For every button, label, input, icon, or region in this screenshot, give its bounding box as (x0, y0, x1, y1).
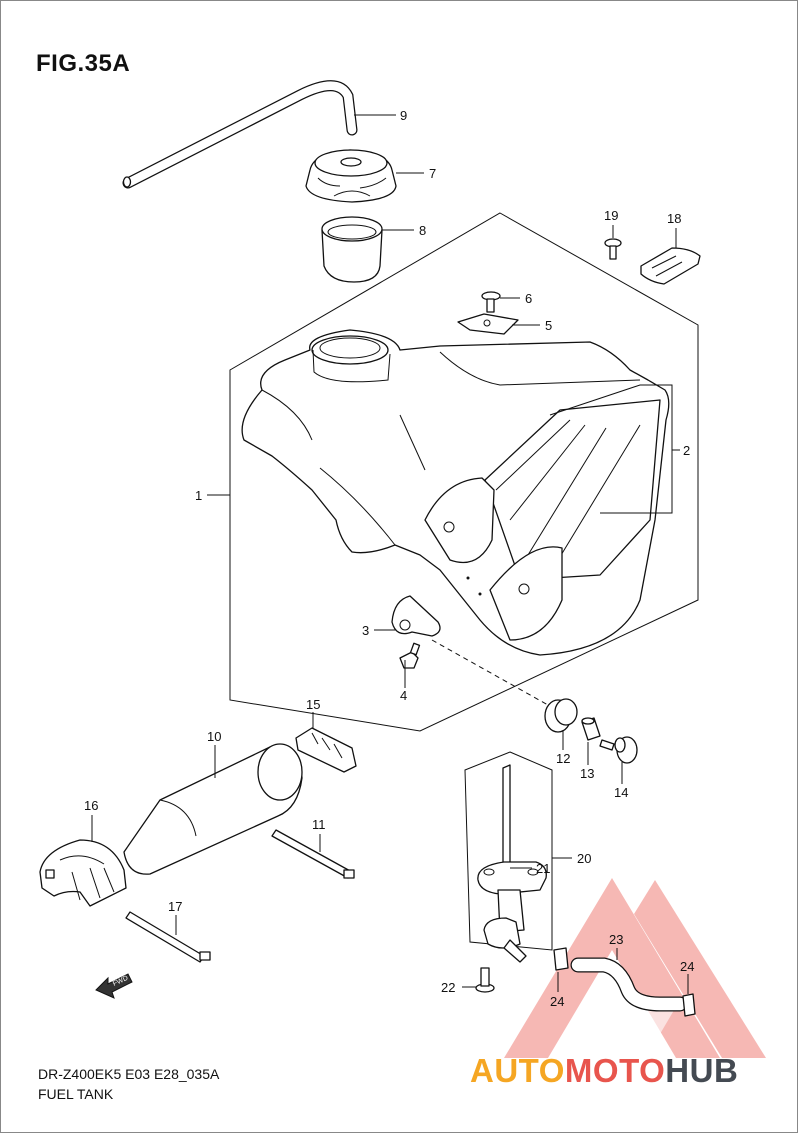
callout-12: 12 (556, 751, 570, 766)
callout-20: 20 (577, 851, 591, 866)
callout-8: 8 (419, 223, 426, 238)
bolt-4 (399, 642, 421, 669)
callout-5: 5 (545, 318, 552, 333)
callout-3: 3 (362, 623, 369, 638)
callout-24-right: 24 (680, 959, 694, 974)
rubber-cushion-16 (39, 839, 127, 907)
callout-numbers: 9 7 8 6 5 19 18 2 1 3 4 12 13 14 10 15 1… (84, 108, 694, 1009)
fuel-cap (305, 149, 397, 203)
callout-9: 9 (400, 108, 407, 123)
model-code: DR-Z400EK5 E03 E28_035A (38, 1066, 220, 1082)
callout-18: 18 (667, 211, 681, 226)
leader-lines (91, 114, 689, 994)
clamp-band-17 (125, 911, 211, 963)
callout-14: 14 (614, 785, 628, 800)
screw-6 (481, 291, 501, 313)
cushion-tube-10 (123, 743, 303, 875)
fwd-direction-arrow: FWD (95, 973, 133, 999)
watermark-logo (504, 878, 766, 1058)
bolt-14 (599, 736, 638, 764)
fuel-hose-23 (570, 957, 688, 1012)
group-outline-hexagon (229, 212, 699, 732)
fuel-valve (477, 764, 547, 963)
callout-21: 21 (536, 861, 550, 876)
hose-clip-24-right (682, 993, 696, 1017)
screw-22 (475, 967, 495, 993)
watermark-brand-text: AUTOMOTOHUB (470, 1052, 738, 1090)
callout-6: 6 (525, 291, 532, 306)
callout-11: 11 (312, 817, 326, 832)
callout-22: 22 (441, 980, 455, 995)
screw-19 (604, 238, 622, 260)
callout-23: 23 (609, 932, 623, 947)
callout-15: 15 (306, 697, 320, 712)
callout-7: 7 (429, 166, 436, 181)
bracket-plate (457, 313, 519, 335)
watermark-text-hub: HUB (665, 1052, 739, 1089)
figure-title: FIG.35A (36, 50, 131, 77)
watermark-text-moto: MOTO (564, 1052, 666, 1089)
callout-1: 1 (195, 488, 202, 503)
bracket-3 (391, 595, 441, 637)
clamp-band-11 (271, 829, 355, 879)
strap-18 (640, 247, 701, 285)
section-name: FUEL TANK (38, 1086, 114, 1102)
hose-clip-24-left (553, 947, 569, 971)
callout-4: 4 (400, 688, 407, 703)
fuel-tank (241, 329, 670, 656)
callout-16: 16 (84, 798, 98, 813)
collar-13 (581, 717, 601, 741)
breather-hose (122, 80, 358, 189)
callout-19: 19 (604, 208, 618, 223)
grommet-12 (544, 698, 578, 733)
watermark-text-auto: AUTO (470, 1052, 565, 1089)
callout-10: 10 (207, 729, 221, 744)
callout-13: 13 (580, 766, 594, 781)
cap-adapter (321, 216, 383, 283)
callout-2: 2 (683, 443, 690, 458)
callout-24-left: 24 (550, 994, 564, 1009)
cushion-pad-15 (295, 727, 357, 773)
callout-17: 17 (168, 899, 182, 914)
